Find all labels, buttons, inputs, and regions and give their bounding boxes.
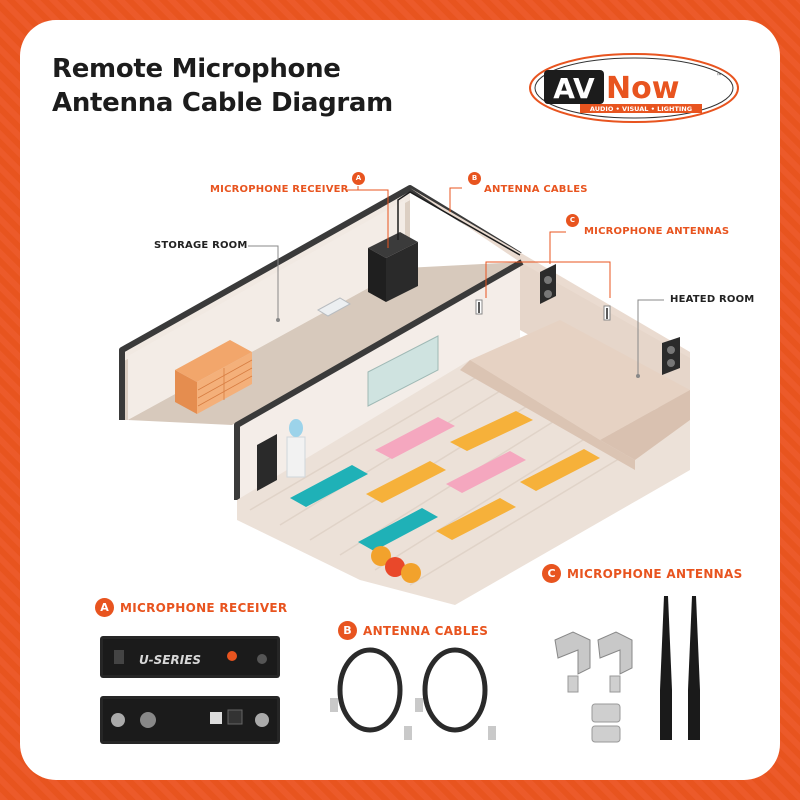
callout-microphone-receiver: MICROPHONE RECEIVER <box>210 184 349 195</box>
section-microphone-antennas: C MICROPHONE ANTENNAS <box>542 564 743 583</box>
section-label-cables: ANTENNA CABLES <box>363 623 489 638</box>
antenna-whips <box>660 596 700 740</box>
section-label-receiver: MICROPHONE RECEIVER <box>120 600 288 615</box>
speaker-1 <box>540 264 556 304</box>
callout-microphone-antennas: MICROPHONE ANTENNAS <box>584 226 730 237</box>
section-badge-b: B <box>338 621 357 640</box>
callout-badge-a: A <box>352 172 365 185</box>
stage-top <box>470 320 690 440</box>
callout-heated-room: HEATED ROOM <box>670 294 755 305</box>
callout-antenna-cables: ANTENNA CABLES <box>484 184 588 195</box>
avnow-logo: AV Now ™ AUDIO • VISUAL • LIGHTING <box>529 53 739 123</box>
antenna-brackets <box>554 631 633 675</box>
cable-connectors <box>330 698 496 740</box>
page-title: Remote Microphone Antenna Cable Diagram <box>52 52 393 120</box>
svg-text:AUDIO • VISUAL • LIGHTING: AUDIO • VISUAL • LIGHTING <box>590 105 692 113</box>
section-microphone-receiver: A MICROPHONE RECEIVER <box>95 598 287 617</box>
door <box>257 434 277 491</box>
water-cooler <box>286 419 306 478</box>
title-line-2: Antenna Cable Diagram <box>52 88 393 118</box>
exercise-balls <box>371 546 421 583</box>
svg-text:™: ™ <box>716 73 722 80</box>
yoga-mats <box>290 411 600 551</box>
svg-text:Now: Now <box>606 71 679 106</box>
storage-cabinets <box>175 340 253 414</box>
receiver-rear-panel <box>100 696 280 744</box>
storage-shelf <box>316 297 352 317</box>
receiver-rack <box>368 232 418 302</box>
antenna-adapters <box>567 675 621 743</box>
svg-text:AV: AV <box>553 72 595 105</box>
antenna-cable-coils <box>337 647 488 733</box>
section-badge-a: A <box>95 598 114 617</box>
window <box>367 335 439 407</box>
antenna-cable-run <box>397 191 521 256</box>
section-badge-c: C <box>542 564 561 583</box>
callout-storage-room: STORAGE ROOM <box>154 240 248 251</box>
section-label-antennas: MICROPHONE ANTENNAS <box>567 566 743 581</box>
section-antenna-cables: B ANTENNA CABLES <box>338 621 488 640</box>
receiver-front-panel: U-SERIES <box>100 636 280 678</box>
callout-badge-c: C <box>566 214 579 227</box>
callout-badge-b: B <box>468 172 481 185</box>
svg-text:U-SERIES: U-SERIES <box>139 653 201 667</box>
title-line-1: Remote Microphone <box>52 54 341 84</box>
speaker-2 <box>662 337 680 375</box>
